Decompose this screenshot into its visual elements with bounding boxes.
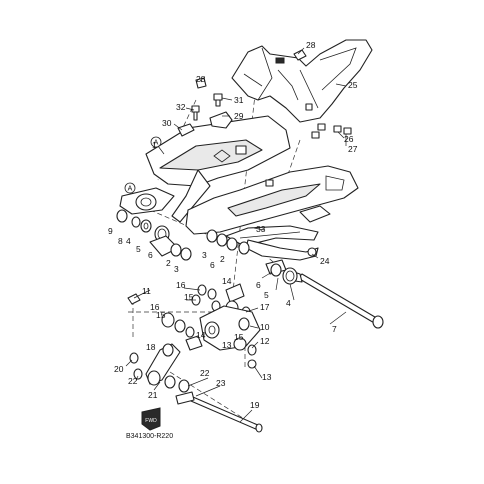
forward-arrow-icon: FWD [141,407,161,431]
callout-6: 6 [148,250,153,260]
callout-22: 22 [128,376,138,386]
pivot-collar-right [265,259,298,285]
rear-fender [231,39,373,123]
svg-text:A: A [154,140,159,147]
callout-2: 2 [220,254,225,264]
callout-12: 12 [260,336,270,346]
callout-27: 27 [348,144,358,154]
callout-15: 15 [184,292,194,302]
callout-labels: 28 28 25 31 32 29 30 1 26 27 9 8 4 5 6 2… [108,40,358,410]
callout-4: 4 [126,236,131,246]
callout-10: 10 [260,322,270,332]
callout-7: 7 [332,324,337,334]
upper-small-parts [177,49,352,139]
callout-18: 18 [146,342,156,352]
callout-17: 17 [260,302,270,312]
lower-bolt [175,391,263,433]
callout-6: 6 [210,260,215,270]
callout-22: 22 [200,368,210,378]
pivot-parts-right [206,229,250,255]
callout-28: 28 [196,74,206,84]
svg-text:FWD: FWD [145,418,157,424]
callout-13: 13 [222,340,232,350]
callout-3: 3 [174,264,179,274]
leader-lines [125,47,347,423]
pivot-shaft [287,269,384,329]
callout-9: 9 [108,226,113,236]
callout-1: 1 [152,140,157,150]
callout-19: 19 [250,400,260,410]
swingarm [119,115,359,235]
callout-2: 2 [166,258,171,268]
callout-21: 21 [148,390,158,400]
callout-33: 33 [256,224,266,234]
diagram-code: B341300-R220 [126,433,173,440]
ref-marker-left: A [124,182,136,194]
callout-6b: 6 [256,280,261,290]
callout-14: 14 [222,276,232,286]
callout-3: 3 [202,250,207,260]
callout-8: 8 [118,236,123,246]
callout-16: 16 [150,302,160,312]
chain-tensioner [245,239,319,261]
callout-4: 4 [286,298,291,308]
callout-32: 32 [176,102,186,112]
callout-15: 15 [156,310,166,320]
callout-5: 5 [136,244,141,254]
callout-31: 31 [234,95,244,105]
callout-14: 14 [196,330,206,340]
callout-29: 29 [234,111,244,121]
callout-30: 30 [162,118,172,128]
callout-25: 25 [348,80,358,90]
connecting-rod [129,343,190,393]
svg-text:A: A [128,186,133,193]
callout-24: 24 [320,256,330,266]
callout-16: 16 [176,280,186,290]
pivot-parts-left [116,209,192,261]
callout-13: 13 [262,372,272,382]
callout-11: 11 [142,286,151,296]
callout-26: 26 [344,134,354,144]
callout-23: 23 [216,378,226,388]
callout-5: 5 [264,290,269,300]
callout-28: 28 [306,40,316,50]
relay-arm-assembly [127,283,261,369]
callout-20: 20 [114,364,124,374]
callout-15: 15 [234,332,244,342]
ref-marker-top: A [150,136,162,148]
